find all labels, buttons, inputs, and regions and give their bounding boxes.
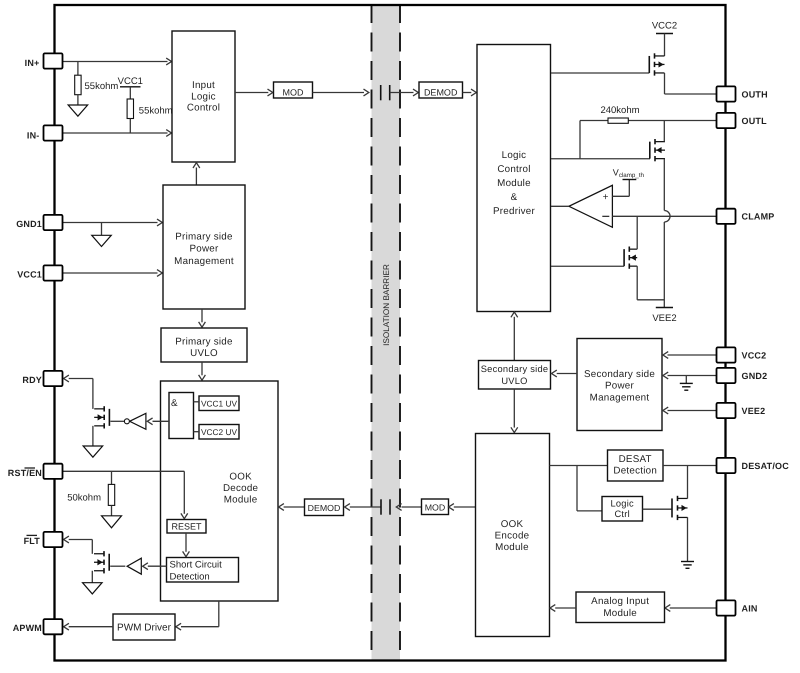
- svg-text:IN+: IN+: [25, 58, 40, 68]
- svg-text:55kohm: 55kohm: [139, 106, 173, 117]
- svg-text:VCC2 UV: VCC2 UV: [201, 427, 237, 437]
- svg-text:Ctrl: Ctrl: [614, 509, 629, 519]
- svg-text:Power: Power: [189, 244, 219, 255]
- svg-text:UVLO: UVLO: [501, 376, 527, 386]
- svg-text:Primary side: Primary side: [175, 232, 233, 243]
- svg-text:50kohm: 50kohm: [67, 493, 101, 504]
- svg-text:Power: Power: [605, 381, 635, 392]
- svg-text:Module: Module: [224, 495, 258, 506]
- svg-text:Control: Control: [497, 164, 530, 175]
- svg-text:Decode: Decode: [223, 483, 259, 494]
- svg-text:Encode: Encode: [495, 530, 530, 541]
- svg-text:Predriver: Predriver: [493, 206, 535, 217]
- svg-text:VCC2: VCC2: [652, 21, 677, 32]
- svg-text:OOK: OOK: [229, 472, 252, 483]
- svg-text:DESAT/OC: DESAT/OC: [742, 461, 790, 471]
- svg-text:MOD: MOD: [425, 503, 446, 513]
- svg-text:DEMOD: DEMOD: [424, 88, 458, 98]
- svg-text:GND2: GND2: [742, 371, 768, 381]
- svg-text:Logic: Logic: [191, 91, 216, 102]
- svg-text:Module: Module: [495, 542, 529, 553]
- svg-text:Logic: Logic: [610, 498, 634, 508]
- svg-text:Module: Module: [497, 178, 531, 189]
- svg-text:FLT: FLT: [24, 536, 41, 546]
- svg-text:&: &: [511, 192, 518, 203]
- svg-text:Secondary side: Secondary side: [481, 364, 549, 374]
- svg-text:Input: Input: [192, 80, 215, 91]
- svg-text:UVLO: UVLO: [190, 348, 218, 359]
- svg-text:Short Circuit: Short Circuit: [170, 559, 223, 570]
- svg-text:ISOLATION BARRIER: ISOLATION BARRIER: [382, 264, 391, 346]
- svg-text:+: +: [603, 192, 609, 203]
- svg-text:Vclamp_th: Vclamp_th: [613, 168, 645, 180]
- svg-text:Detection: Detection: [613, 466, 657, 477]
- svg-text:OOK: OOK: [501, 519, 524, 530]
- svg-text:OUTL: OUTL: [742, 116, 768, 126]
- svg-text:VCC1: VCC1: [17, 270, 42, 280]
- svg-text:APWM: APWM: [13, 623, 42, 633]
- svg-text:DESAT: DESAT: [619, 454, 652, 465]
- svg-text:PWM Driver: PWM Driver: [117, 622, 172, 633]
- svg-text:RST/EN: RST/EN: [8, 468, 42, 478]
- svg-text:Module: Module: [603, 608, 637, 619]
- svg-text:Control: Control: [187, 103, 220, 114]
- svg-text:Primary side: Primary side: [175, 336, 233, 347]
- svg-text:VCC2: VCC2: [742, 350, 767, 360]
- svg-text:CLAMP: CLAMP: [742, 212, 775, 222]
- svg-text:&: &: [171, 398, 178, 409]
- svg-text:OUTH: OUTH: [742, 89, 768, 99]
- svg-text:VCC1 UV: VCC1 UV: [201, 399, 237, 409]
- svg-text:VEE2: VEE2: [652, 313, 676, 324]
- svg-text:IN-: IN-: [27, 130, 40, 140]
- svg-text:Management: Management: [174, 256, 234, 267]
- svg-text:DEMOD: DEMOD: [308, 503, 341, 513]
- svg-text:Detection: Detection: [170, 571, 210, 582]
- svg-text:Management: Management: [590, 392, 650, 403]
- svg-text:Secondary side: Secondary side: [584, 369, 655, 380]
- svg-text:VEE2: VEE2: [742, 406, 766, 416]
- svg-text:Analog Input: Analog Input: [591, 596, 649, 607]
- svg-text:55kohm: 55kohm: [85, 81, 119, 92]
- svg-text:240kohm: 240kohm: [600, 105, 639, 116]
- svg-text:GND1: GND1: [16, 219, 42, 229]
- svg-text:Logic: Logic: [502, 150, 527, 161]
- svg-text:RDY: RDY: [22, 375, 42, 385]
- svg-text:AIN: AIN: [742, 603, 758, 613]
- svg-text:MOD: MOD: [283, 88, 304, 98]
- svg-text:VCC1: VCC1: [118, 76, 143, 87]
- svg-text:RESET: RESET: [171, 522, 202, 532]
